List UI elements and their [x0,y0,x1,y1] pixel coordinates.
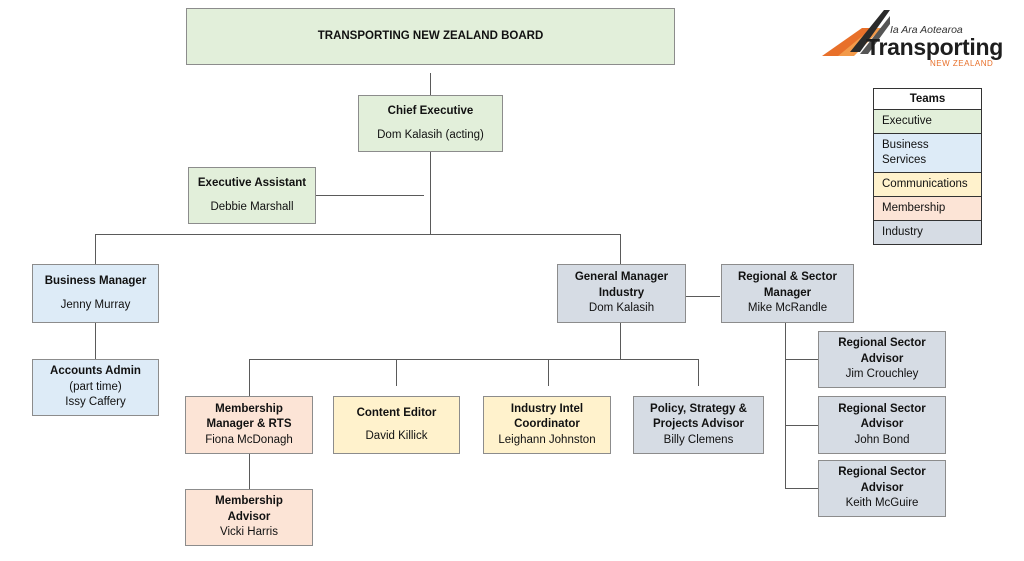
connector-line [316,195,424,196]
connector-line [548,359,549,386]
connector-line [785,323,786,489]
gm-industry-name: Dom Kalasih [588,302,655,315]
connector-line [249,359,250,396]
exec-assistant-title: Executive Assistant [197,177,307,189]
logo-subline: NEW ZEALAND [930,59,994,68]
exec-assistant-box: Executive Assistant Debbie Marshall [188,167,316,224]
membership-advisor-title: Membership Advisor [215,495,283,523]
regional-advisor-box: Regional Sector Advisor Jim Crouchley [818,331,946,388]
legend-item-executive: Executive [874,110,981,134]
intel-coordinator-name: Leighann Johnston [498,433,596,446]
road-icon [822,10,890,56]
regional-advisor-name: Keith McGuire [845,497,919,510]
gm-industry-box: General Manager Industry Dom Kalasih [557,264,686,323]
membership-manager-box: Membership Manager & RTS Fiona McDonagh [185,396,313,454]
accounts-admin-name: Issy Caffery [65,396,126,409]
connector-line [249,359,699,360]
regional-advisor-title: Regional Sector Advisor [838,466,926,494]
connector-line [249,454,250,489]
connector-line [95,323,96,359]
accounts-admin-box: Accounts Admin (part time) Issy Caffery [32,359,159,416]
connector-line [686,296,720,297]
regional-manager-title: Regional & Sector Manager [737,271,838,299]
accounts-admin-title: Accounts Admin [50,365,141,378]
policy-advisor-title: Policy, Strategy & Projects Advisor [650,402,747,431]
connector-line [430,152,431,234]
content-editor-title: Content Editor [356,406,437,419]
legend-item-industry: Industry [874,221,981,244]
ceo-box: Chief Executive Dom Kalasih (acting) [358,95,503,152]
membership-advisor-box: Membership Advisor Vicki Harris [185,489,313,546]
membership-manager-name: Fiona McDonagh [205,433,293,446]
connector-line [785,425,818,426]
content-editor-name: David Killick [365,430,428,442]
connector-line [785,359,818,360]
business-manager-title: Business Manager [44,275,147,287]
connector-line [785,488,818,489]
board-title: TRANSPORTING NEW ZEALAND BOARD [317,29,544,42]
content-editor-box: Content Editor David Killick [333,396,460,454]
transporting-nz-logo: Ia Ara Aotearoa Transporting NEW ZEALAND [820,8,1010,72]
policy-advisor-box: Policy, Strategy & Projects Advisor Bill… [633,396,764,454]
regional-manager-box: Regional & Sector Manager Mike McRandle [721,264,854,323]
regional-advisor-box: Regional Sector Advisor Keith McGuire [818,460,946,517]
legend-item-business-services: Business Services [874,134,981,173]
teams-legend: Teams Executive Business Services Commun… [873,88,982,245]
business-manager-name: Jenny Murray [60,298,131,311]
legend-item-membership: Membership [874,197,981,221]
connector-line [95,234,96,264]
regional-advisor-name: John Bond [854,433,910,446]
intel-coordinator-title: Industry Intel Coordinator [510,402,584,431]
intel-coordinator-box: Industry Intel Coordinator Leighann John… [483,396,611,454]
logo-wordmark: Transporting [866,34,1003,60]
policy-advisor-name: Billy Clemens [663,433,734,446]
connector-line [620,323,621,359]
ceo-title: Chief Executive [387,105,474,117]
membership-advisor-name: Vicki Harris [220,526,278,539]
regional-advisor-box: Regional Sector Advisor John Bond [818,396,946,454]
membership-manager-title: Membership Manager & RTS [206,402,292,431]
legend-title: Teams [874,89,981,110]
regional-advisor-name: Jim Crouchley [845,368,919,381]
board-box: TRANSPORTING NEW ZEALAND BOARD [186,8,675,65]
connector-line [396,359,397,386]
accounts-admin-note: (part time) [69,380,122,393]
business-manager-box: Business Manager Jenny Murray [32,264,159,323]
connector-line [430,73,431,95]
connector-line [95,234,621,235]
regional-advisor-title: Regional Sector Advisor [838,337,926,365]
exec-assistant-name: Debbie Marshall [210,200,294,213]
regional-advisor-title: Regional Sector Advisor [838,402,926,431]
connector-line [698,359,699,386]
connector-line [620,234,621,264]
regional-manager-name: Mike McRandle [747,302,828,315]
logo-tagline: Ia Ara Aotearoa [890,24,963,36]
legend-item-communications: Communications [874,173,981,197]
ceo-name: Dom Kalasih (acting) [377,128,484,141]
gm-industry-title: General Manager Industry [574,271,669,299]
